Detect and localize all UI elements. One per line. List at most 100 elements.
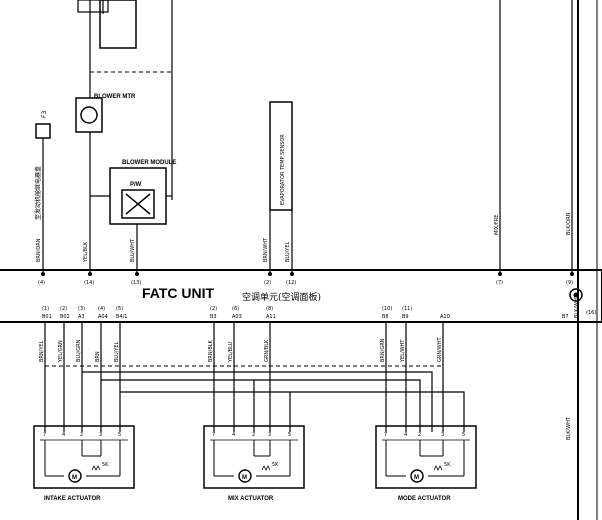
- svg-text:3: 3: [268, 432, 271, 438]
- svg-text:A10: A10: [440, 314, 450, 320]
- svg-text:3: 3: [99, 432, 102, 438]
- svg-text:5K: 5K: [272, 462, 279, 468]
- blower-motor-icon: [80, 106, 98, 124]
- svg-text:(6): (6): [232, 306, 239, 312]
- fatc-unit-title: FATC UNIT: [142, 285, 215, 301]
- svg-text:(10): (10): [382, 306, 392, 312]
- svg-text:B01: B01: [42, 314, 52, 320]
- evap-sensor-label: EVAPORATOR TEMP SENSOR: [280, 134, 286, 205]
- top-pin-2: (14): [84, 280, 94, 286]
- svg-text:(8): (8): [266, 306, 273, 312]
- intake-pin-labels: (1) (2) (3) (4) (5) B01 B02 A3 A04 B4/1: [42, 306, 127, 320]
- svg-text:(11): (11): [402, 306, 412, 312]
- intake-actuator: 7 4 2 3 5 M 5K INTAKE ACTUATOR: [33, 425, 135, 502]
- svg-text:2: 2: [80, 432, 83, 438]
- intake-wires: [44, 322, 121, 432]
- svg-text:(5): (5): [116, 306, 123, 312]
- right-ref-3: BLK/WHT: [566, 416, 572, 440]
- intake-wire-colors: BRN/YEL YEL/GRN BLU/GRN BRN BLU/YEL: [39, 339, 120, 363]
- relay-box-top: [99, 0, 137, 49]
- mode-actuator: 7 4 2 3 5 M 5K MODE ACTUATOR: [375, 425, 477, 502]
- top-wire-color-1: BRN/ORN: [36, 238, 42, 262]
- mix-wires: [213, 322, 271, 432]
- blower-module-label: BLOWER MODULE: [122, 160, 176, 166]
- svg-text:GRN/BLK: GRN/BLK: [264, 339, 270, 362]
- svg-text:BRN/BLK: BRN/BLK: [208, 339, 214, 362]
- svg-text:(2): (2): [210, 306, 217, 312]
- svg-text:YEL/WHT: YEL/WHT: [400, 339, 406, 363]
- right-ref-2: BLK/ORN: [566, 212, 572, 235]
- svg-text:M: M: [242, 475, 247, 481]
- pwm-label: P/W: [130, 182, 142, 188]
- top-wire-color-5: BLU/YEL: [285, 241, 291, 262]
- svg-text:(1): (1): [42, 306, 49, 312]
- pwm-x2: [125, 193, 151, 215]
- svg-text:2: 2: [418, 432, 421, 438]
- ground-icon: [569, 288, 583, 302]
- right-ref-1: MIX/FRE: [494, 215, 500, 235]
- top-pin-4: (2): [264, 280, 271, 286]
- svg-text:M: M: [72, 475, 77, 481]
- left-note: 至发动机舱继电器盒: [34, 166, 42, 220]
- blower-module-box: [109, 167, 167, 225]
- top-pin-8: (16): [586, 310, 596, 316]
- svg-text:YEL/GRN: YEL/GRN: [58, 340, 64, 363]
- mode-wires: [385, 322, 444, 432]
- fuse-ref: F3: [41, 111, 48, 118]
- svg-text:4: 4: [404, 432, 407, 438]
- ground-icon-inner: [573, 292, 579, 298]
- svg-text:BLU/YEL: BLU/YEL: [114, 341, 120, 362]
- svg-text:B02: B02: [60, 314, 70, 320]
- top-pin-1: (4): [38, 280, 45, 286]
- mode-pin-labels: (10) (11) A10 B8 B9: [382, 306, 450, 320]
- mode-wire-colors: BRN/GRN YEL/WHT GRN/WHT: [380, 337, 443, 363]
- svg-text:B9: B9: [402, 314, 409, 320]
- svg-text:B3: B3: [210, 314, 217, 320]
- misc-pin: B7: [562, 314, 569, 320]
- top-wire-color-6: BLK/WHT: [574, 294, 580, 318]
- mix-pin-labels: (2) (6) (8) B3 A03 A11: [210, 306, 276, 320]
- svg-text:BLU/GRN: BLU/GRN: [76, 339, 82, 362]
- svg-text:(2): (2): [60, 306, 67, 312]
- fatc-unit-subtitle: 空调单元(空调面板): [242, 291, 321, 303]
- svg-text:5: 5: [288, 432, 291, 438]
- svg-text:BRN: BRN: [95, 351, 101, 362]
- mix-actuator: 7 4 2 3 5 M 5K MIX ACTUATOR: [203, 425, 305, 502]
- svg-text:A03: A03: [232, 314, 242, 320]
- svg-text:5: 5: [462, 432, 465, 438]
- evap-sensor-box: [269, 101, 293, 211]
- top-pin-7: (9): [566, 280, 573, 286]
- svg-text:5K: 5K: [102, 462, 109, 468]
- mix-wire-colors: BRN/BLK YEL/BLU GRN/BLK: [208, 339, 270, 363]
- svg-text:5K: 5K: [444, 462, 451, 468]
- svg-text:B4/1: B4/1: [116, 314, 127, 320]
- fuse-connector: [35, 123, 51, 139]
- svg-text:(3): (3): [78, 306, 85, 312]
- svg-text:M: M: [414, 475, 419, 481]
- svg-text:A3: A3: [78, 314, 85, 320]
- svg-text:A11: A11: [266, 314, 276, 320]
- svg-text:GRN/WHT: GRN/WHT: [437, 337, 443, 362]
- svg-text:4: 4: [232, 432, 235, 438]
- top-pin-5: (12): [286, 280, 296, 286]
- svg-text:4: 4: [62, 432, 65, 438]
- top-pin-6: (7): [496, 280, 503, 286]
- relay-box-top-small: [77, 0, 109, 13]
- svg-text:7: 7: [384, 432, 387, 438]
- svg-text:MIX ACTUATOR: MIX ACTUATOR: [228, 496, 274, 502]
- blower-motor-box: [75, 97, 103, 133]
- top-pin-3: (13): [131, 280, 141, 286]
- fatc-unit-box: [0, 269, 602, 323]
- top-wire-color-3: BLU/WHT: [130, 238, 136, 262]
- svg-text:5: 5: [118, 432, 121, 438]
- top-wire-color-2: YEL/BLK: [83, 241, 89, 263]
- svg-text:BRN/GRN: BRN/GRN: [380, 338, 386, 362]
- svg-text:A04: A04: [98, 314, 108, 320]
- svg-text:B8: B8: [382, 314, 389, 320]
- blower-motor-label: BLOWER MTR: [94, 94, 136, 100]
- shared-bus-lines: [82, 371, 465, 432]
- svg-text:INTAKE ACTUATOR: INTAKE ACTUATOR: [44, 496, 101, 502]
- svg-text:YEL/BLU: YEL/BLU: [228, 341, 234, 363]
- svg-text:(4): (4): [98, 306, 105, 312]
